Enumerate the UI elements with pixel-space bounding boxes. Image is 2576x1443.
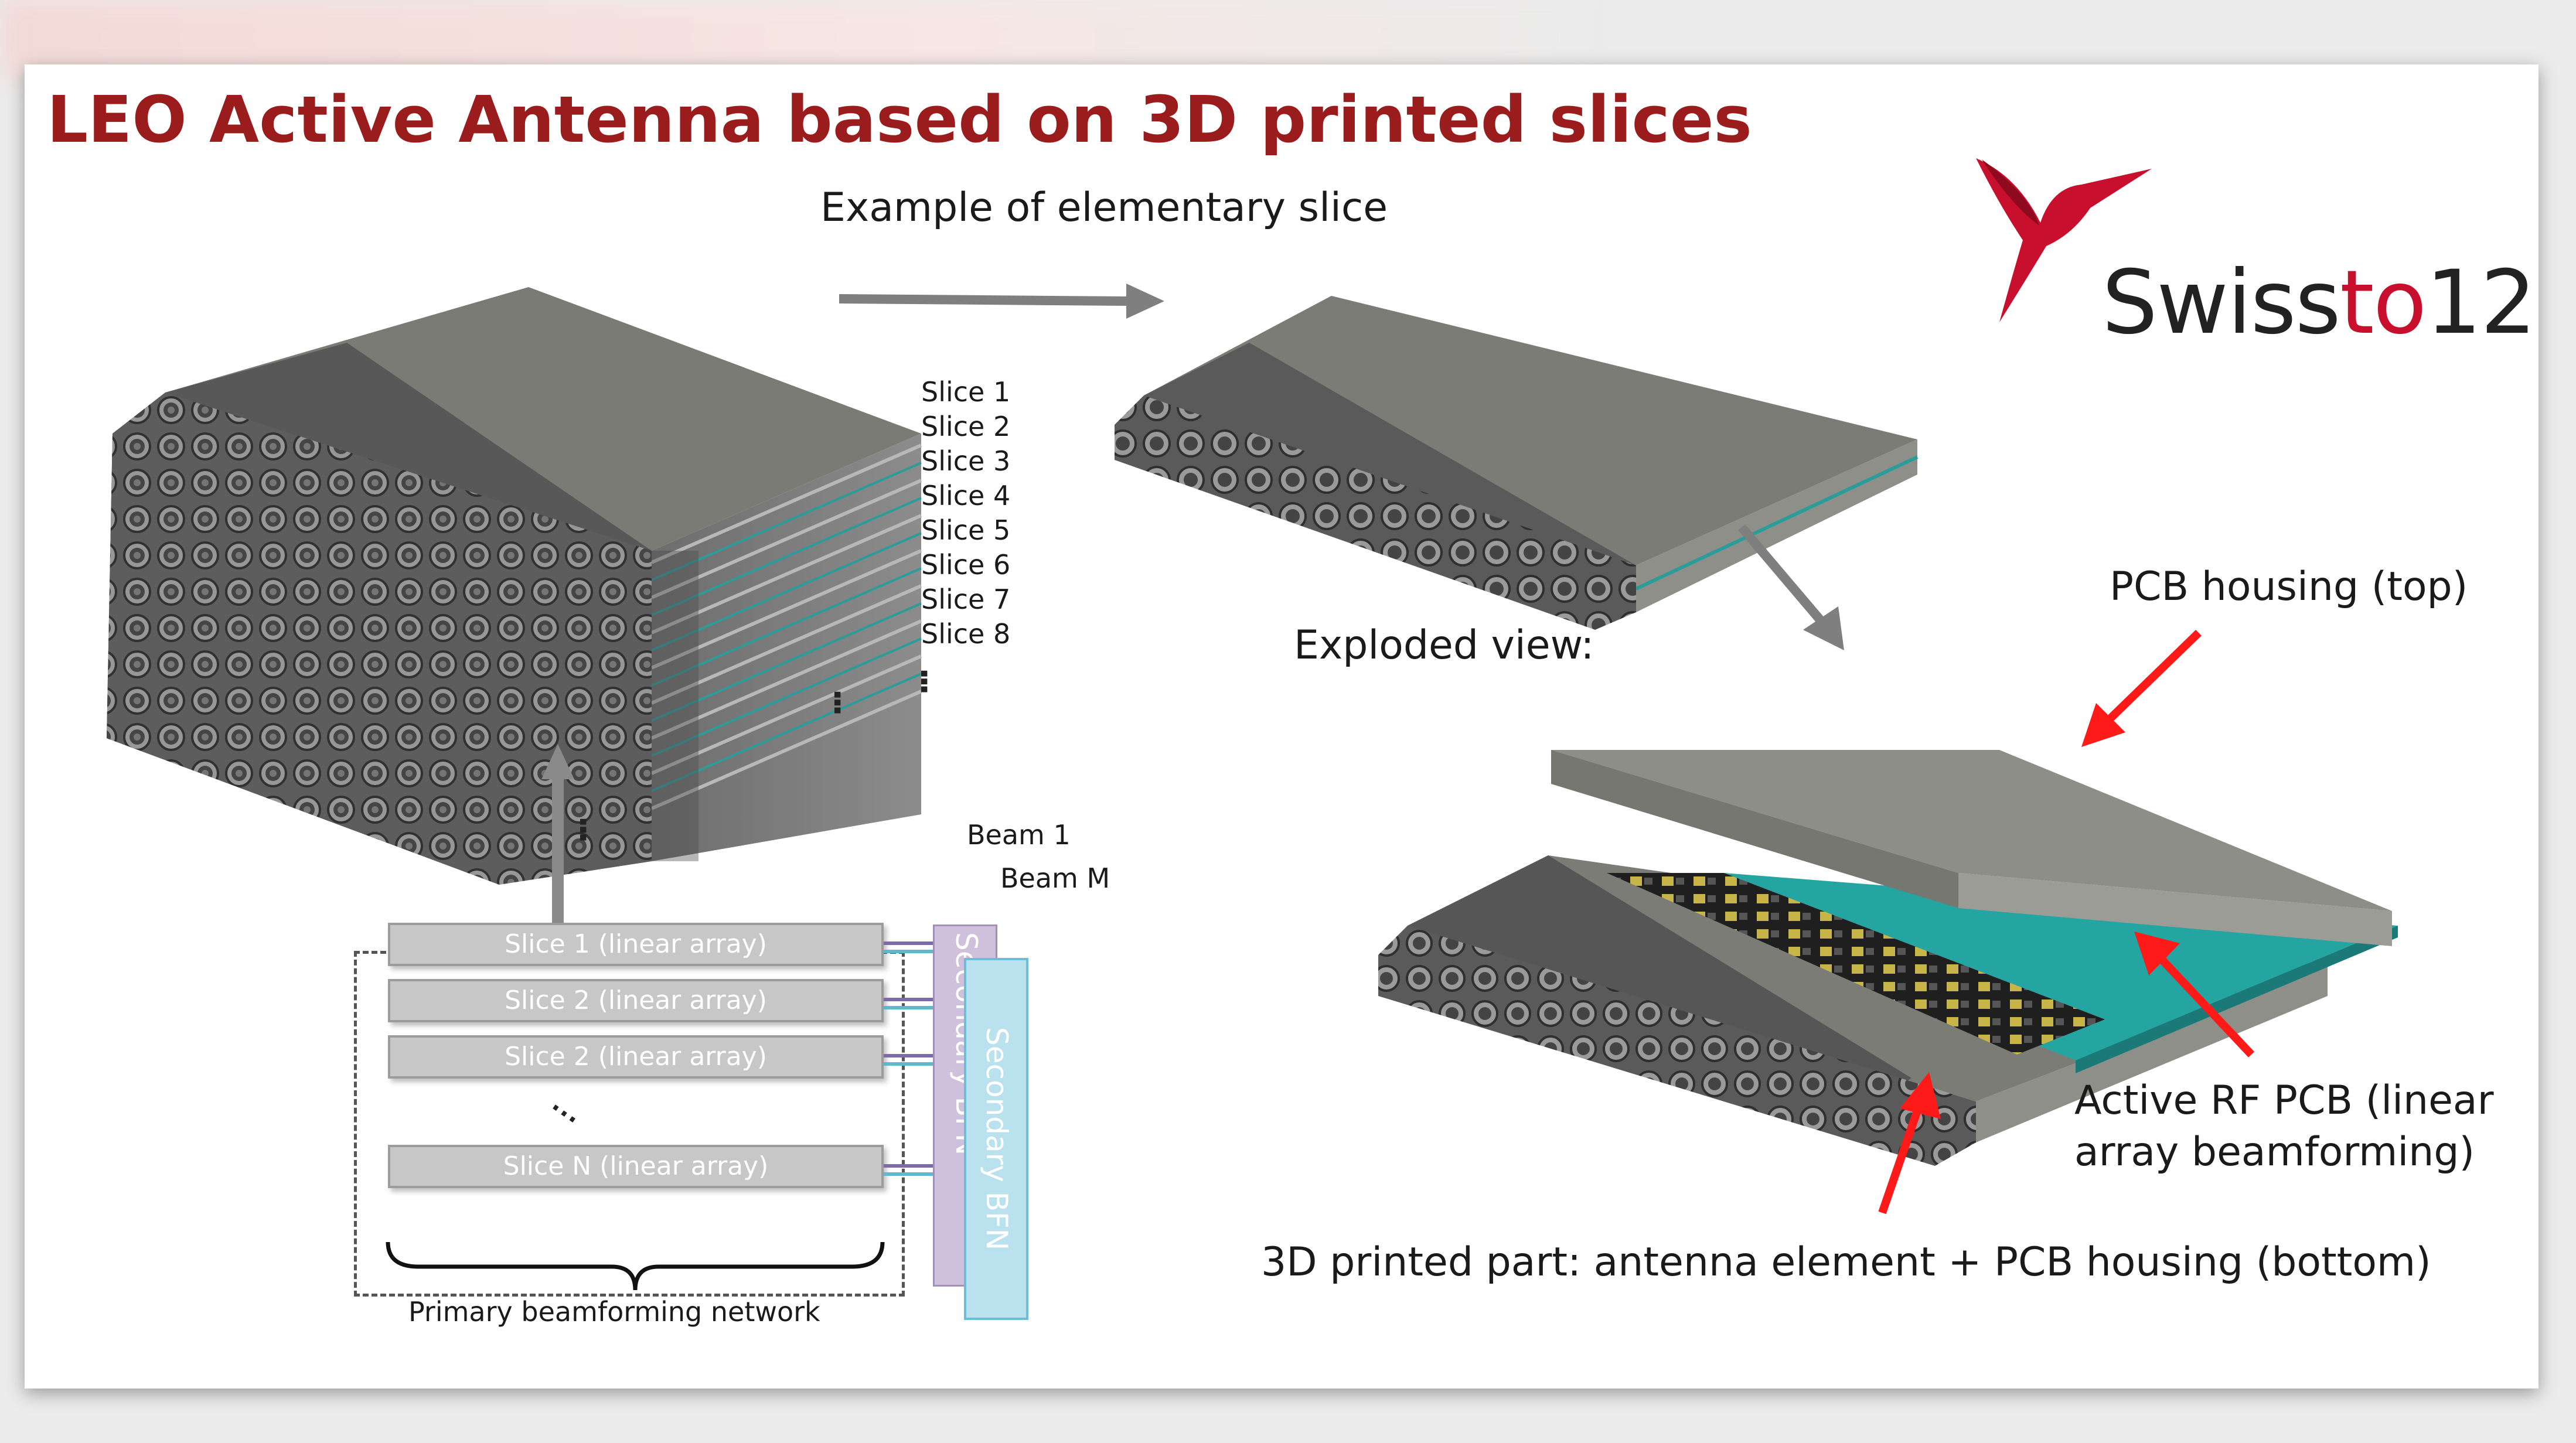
swissto12-logo-text: Swissto12: [2102, 252, 2536, 354]
callout-arrow-active-pcb: [2134, 932, 2255, 1057]
primary-network-label: Primary beamforming network: [408, 1296, 820, 1328]
callout-arrow-pcb-top: [2081, 629, 2202, 747]
bottom-horn-apertures: [1378, 926, 1976, 1166]
top-housing-front: [1551, 750, 1958, 908]
slice-label: Slice 3: [921, 445, 1011, 477]
logo-text-to: to: [2339, 252, 2427, 354]
exploded-view-illustration: [1378, 750, 2398, 1166]
bottom-horn-band: [1408, 855, 1911, 1101]
slice-side: [1636, 439, 1917, 612]
up-arrow: [541, 744, 574, 937]
slice-label: Slice 8: [921, 618, 1011, 650]
active-rf-pcb-label: Active RF PCB (linear array beamforming): [2074, 1075, 2494, 1178]
exploded-view-label: Exploded view:: [1294, 622, 1594, 668]
slide-title: LEO Active Antenna based on 3D printed s…: [47, 82, 1752, 157]
slice-top: [1144, 296, 1917, 565]
pcb-chip-row: [1607, 873, 2105, 1055]
slice-label: Slice 1: [921, 376, 1011, 408]
swissto12-bird-logo-icon: [1976, 158, 2152, 322]
elementary-slice-illustration: [1115, 296, 1919, 630]
stack-pcb-lines: [651, 462, 922, 792]
logo-text-swiss: Swiss: [2102, 252, 2341, 354]
antenna-stack-illustration: [107, 287, 922, 885]
active-rf-pcb-label-line1: Active RF PCB (linear: [2074, 1077, 2494, 1124]
primary-row: Slice 2 (linear array): [388, 979, 884, 1022]
logo-text-12: 12: [2425, 252, 2536, 354]
flow-arrow-down: [1737, 524, 1844, 650]
stack-right-side: [652, 434, 921, 861]
beam-1-label: Beam 1: [967, 819, 1071, 851]
flow-arrow-right: [839, 284, 1164, 319]
slice-label: Slice 5: [921, 514, 1011, 546]
primary-row: Slice 1 (linear array): [388, 923, 884, 966]
secondary-bfn-front: Secondary BFN: [964, 958, 1028, 1320]
primary-row: Slice 2 (linear array): [388, 1035, 884, 1079]
beam-m-label: Beam M: [1000, 862, 1110, 894]
slide: LEO Active Antenna based on 3D printed s…: [25, 64, 2538, 1389]
slice-label: Slice 4: [921, 480, 1011, 511]
stack-horn-band: [165, 343, 652, 562]
slice-label: Slice 6: [921, 549, 1011, 581]
stack-continuation-dots: ...: [826, 689, 871, 713]
printed-part-label: 3D printed part: antenna element + PCB h…: [1261, 1239, 2431, 1285]
stack-horn-apertures: [107, 393, 652, 885]
primary-row: Slice N (linear array): [388, 1145, 884, 1188]
slice-horn-apertures: [1115, 395, 1636, 630]
background-blur: [0, 0, 1582, 76]
stack-layer-lines: [650, 444, 922, 810]
top-housing-top: [1551, 750, 2392, 911]
slice-label: Slice 7: [921, 584, 1011, 615]
primary-network-brace: [386, 1241, 885, 1291]
active-rf-pcb-label-line2: array beamforming): [2074, 1129, 2475, 1175]
network-continuation-dots: ...: [571, 816, 617, 840]
pcb-housing-top-label: PCB housing (top): [2110, 564, 2468, 610]
slice-label: Slice 2: [921, 411, 1011, 442]
callout-arrow-printed-part: [1878, 1072, 1941, 1215]
slice-labels: Slice 1 Slice 2 Slice 3 Slice 4 Slice 5 …: [921, 375, 1010, 651]
example-slice-label: Example of elementary slice: [820, 185, 1388, 231]
top-housing-side: [1958, 873, 2392, 946]
bottom-housing-side: [1976, 967, 2328, 1142]
slice-continuation-dots: ...: [912, 668, 958, 692]
secondary-bfn-front-label: Secondary BFN: [980, 1027, 1014, 1251]
